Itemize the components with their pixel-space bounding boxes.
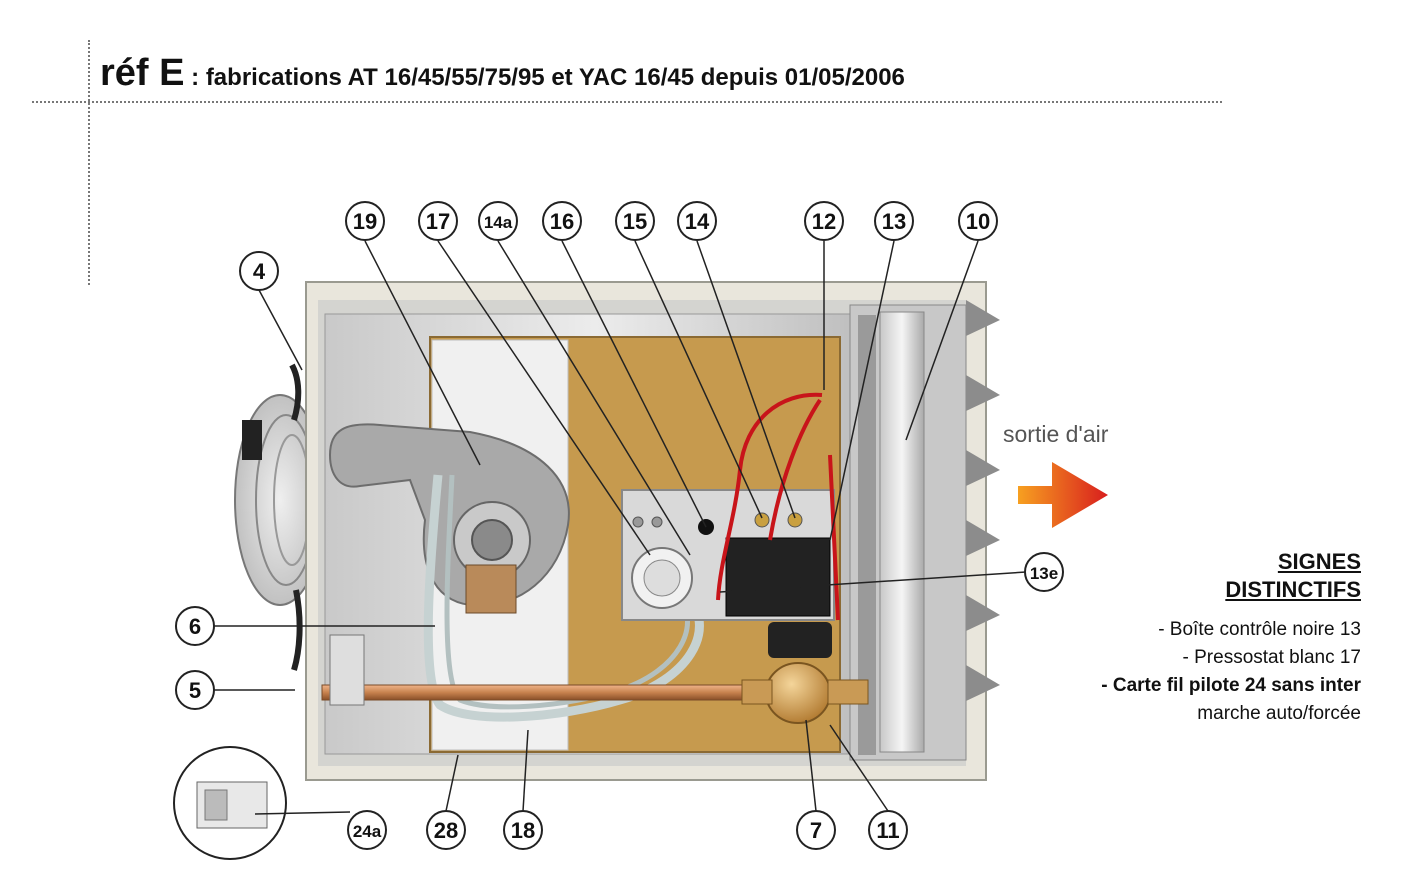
- heat-exchanger: [849, 300, 1000, 761]
- svg-text:6: 6: [189, 614, 201, 639]
- callout-5: 5: [175, 670, 215, 710]
- callout-10: 10: [958, 201, 998, 241]
- distinctifs-item: - Boîte contrôle noire 13: [1158, 619, 1361, 640]
- reference-description: : fabrications AT 16/45/55/75/95 et YAC …: [184, 64, 905, 91]
- callout-17: 17: [418, 201, 458, 241]
- callout-13: 13: [874, 201, 914, 241]
- page-title: réf E : fabrications AT 16/45/55/75/95 e…: [100, 52, 1230, 96]
- pilot-card-inset: [173, 746, 287, 860]
- reference-code: réf E: [100, 52, 185, 94]
- distinctifs-item: - Pressostat blanc 17: [1182, 647, 1361, 668]
- leader-lines: [212, 240, 1027, 815]
- distinctifs-title-1: SIGNES: [1277, 549, 1361, 574]
- svg-text:28: 28: [434, 818, 458, 843]
- svg-text:5: 5: [189, 678, 201, 703]
- svg-text:15: 15: [623, 209, 647, 234]
- callout-18: 18: [503, 810, 543, 850]
- svg-text:24a: 24a: [353, 822, 382, 841]
- header-divider: [32, 101, 1222, 103]
- margin-rule: [88, 40, 90, 285]
- svg-text:4: 4: [253, 259, 266, 284]
- distinctifs-title-2: DISTINCTIFS: [1225, 577, 1361, 602]
- svg-text:18: 18: [511, 818, 535, 843]
- callout-19: 19: [345, 201, 385, 241]
- callout-7: 7: [796, 810, 836, 850]
- callout-14: 14: [677, 201, 717, 241]
- callout-15: 15: [615, 201, 655, 241]
- distinctifs-item: - Carte fil pilote 24 sans inter: [1101, 675, 1361, 696]
- svg-text:13e: 13e: [1030, 564, 1058, 583]
- svg-text:16: 16: [550, 209, 574, 234]
- callout-12: 12: [804, 201, 844, 241]
- svg-text:14: 14: [685, 209, 710, 234]
- callout-14a: 14a: [478, 201, 518, 241]
- svg-text:19: 19: [353, 209, 377, 234]
- callout-24a: 24a: [347, 810, 387, 850]
- airflow-arrow: [1018, 462, 1108, 528]
- gas-pipe: [321, 684, 768, 701]
- callout-16: 16: [542, 201, 582, 241]
- callout-13e: 13e: [1024, 552, 1064, 592]
- airflow-label: sortie d'air: [1003, 421, 1109, 447]
- gas-valve: [741, 622, 869, 724]
- svg-text:12: 12: [812, 209, 836, 234]
- control-box: [725, 537, 831, 617]
- svg-text:17: 17: [426, 209, 450, 234]
- svg-text:7: 7: [810, 818, 822, 843]
- svg-text:11: 11: [876, 818, 899, 843]
- distinctive-signs: SIGNES DISTINCTIFS - Boîte contrôle noir…: [981, 548, 1361, 728]
- svg-text:13: 13: [882, 209, 906, 234]
- callout-11: 11: [868, 810, 908, 850]
- svg-text:14a: 14a: [484, 213, 513, 232]
- callout-28: 28: [426, 810, 466, 850]
- pressure-tubes: [423, 474, 704, 722]
- callout-4: 4: [239, 251, 279, 291]
- distinctifs-item: marche auto/forcée: [1197, 703, 1361, 724]
- callout-6: 6: [175, 606, 215, 646]
- svg-text:10: 10: [966, 209, 990, 234]
- pilot-card-connector: [329, 634, 365, 706]
